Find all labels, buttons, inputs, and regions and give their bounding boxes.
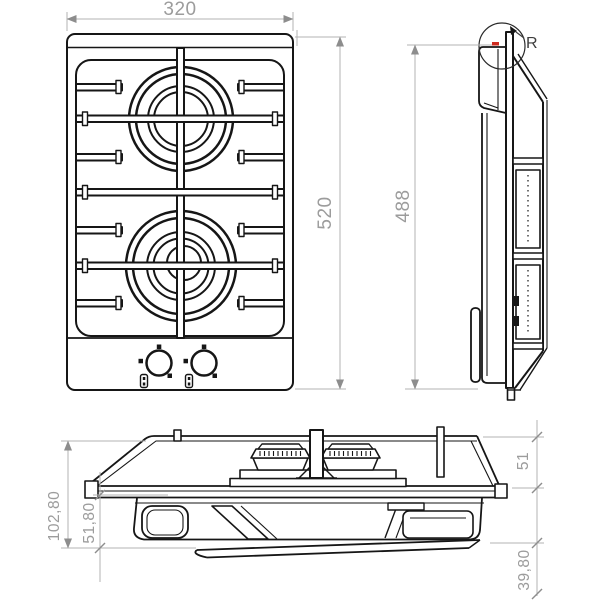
pan-support-grate [75,47,285,339]
overall-height-dimension: 102,80 [46,440,196,549]
dim-text-recess-depth: 51,80 [81,502,98,543]
hob-body-outline [66,33,294,391]
control-knob-right [183,344,218,389]
bottom-skirt [194,539,481,559]
dim-text-bottom-depth: 39,80 [516,549,533,590]
dim-text-depth: 520 [315,196,336,229]
front-burner-right [320,443,381,471]
dim-text-side-height: 488 [393,189,414,222]
radius-detail-callout: R [478,22,538,70]
dim-text-grate-height: 51 [515,452,532,470]
housing-left-pod [141,505,189,539]
side-burner-block-bottom [512,264,541,340]
surface-left-cap [84,480,99,499]
flame-symbol-icon [184,373,194,389]
side-elevation-view: R [470,22,548,401]
top-plan-view [66,33,294,391]
radius-mark-red [492,42,499,46]
dim-text-width: 320 [163,0,196,20]
front-elevation-view [84,426,508,559]
top-depth-dimension: 520 [295,36,346,390]
control-knob-left [138,344,173,389]
top-width-dimension: 320 [66,0,298,46]
radius-detail-label: R [526,35,538,52]
housing-brace [211,505,269,540]
detail-arrow [510,26,517,35]
recess-depth-dimension: 51,80 [81,472,168,582]
front-grate-bar-right [436,426,445,478]
surface-right-cap [494,483,508,499]
side-body-left [481,113,507,384]
front-burner-left [250,443,311,471]
side-pan-support-profile [507,53,548,391]
dim-text-overall-height: 102,80 [46,491,63,541]
front-burner-assembly [173,426,445,488]
front-grate-bar-center [309,429,324,479]
side-burner-block-top [515,169,541,249]
side-height-dimension: 488 [393,44,492,390]
grate-height-dimension: 51 39,80 [483,420,544,600]
side-glass-edge [505,31,514,389]
hob-surface [84,435,508,499]
front-grate-bar-left [173,429,182,442]
side-front-lip [470,307,481,383]
flame-symbol-icon [139,373,149,389]
housing-box [133,497,484,541]
housing-right-pod [402,510,474,539]
detail-circle [478,22,526,70]
side-bracket [478,46,507,114]
